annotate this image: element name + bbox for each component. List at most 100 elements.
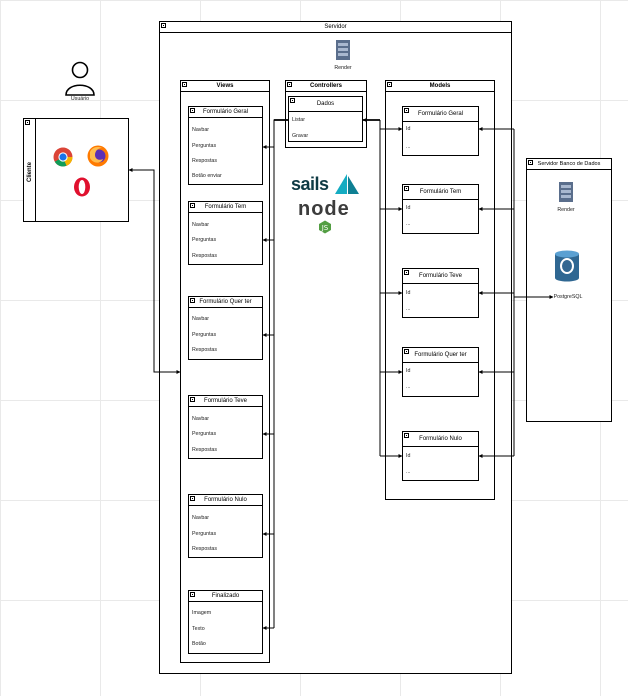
sails-logo-text: sails (291, 174, 329, 194)
model-title: Formulário Nulo (403, 432, 478, 447)
node-logo: node JS (298, 198, 358, 234)
collapse-icon[interactable] (190, 108, 195, 113)
views-title: Views (181, 81, 269, 92)
view-field: Respostas (192, 546, 218, 552)
model-field: ... (406, 469, 411, 475)
view-form-title: Formulário Nulo (189, 495, 262, 506)
view-field: Perguntas (192, 431, 217, 437)
opera-icon (74, 177, 90, 197)
view-field: Botão enviar (192, 173, 222, 179)
view-field: Respostas (192, 253, 218, 259)
model-field: ... (406, 221, 411, 227)
model-field: Id (406, 126, 411, 132)
node-logo-text: node (298, 198, 350, 220)
model-title: Formulário Quer ter (403, 348, 478, 363)
view-form-quer-ter: Formulário Quer ter Navbar Perguntas Res… (188, 296, 263, 360)
view-field: Respostas (192, 158, 218, 164)
view-field: Perguntas (192, 237, 217, 243)
view-form-title: Formulário Tem (189, 202, 262, 213)
models-title: Models (386, 81, 494, 92)
collapse-icon[interactable] (190, 496, 195, 501)
view-field: Respostas (192, 347, 218, 353)
collapse-icon[interactable] (190, 203, 195, 208)
model-form-nulo: Formulário Nulo Id ... (402, 431, 479, 481)
model-title: Formulário Geral (403, 107, 478, 122)
view-field: Perguntas (192, 332, 217, 338)
controllers-title: Controllers (286, 81, 366, 92)
model-title: Formulário Tem (403, 185, 478, 200)
collapse-icon[interactable] (404, 108, 409, 113)
svg-text:JS: JS (321, 224, 329, 232)
collapse-icon[interactable] (528, 160, 533, 165)
collapse-icon[interactable] (287, 82, 292, 87)
model-form-geral: Formulário Geral Id ... (402, 106, 479, 156)
view-form-nulo: Formulário Nulo Navbar Perguntas Respost… (188, 494, 263, 558)
model-form-tem: Formulário Tem Id ... (402, 184, 479, 234)
collapse-icon[interactable] (387, 82, 392, 87)
db-render-label: Render (557, 207, 575, 213)
view-finalizado: Finalizado Imagem Texto Botão (188, 590, 263, 654)
user-icon (65, 61, 95, 96)
user-actor: Usuário (62, 60, 98, 102)
sails-logo: sails (291, 172, 363, 196)
render-icon (336, 40, 350, 60)
chrome-icon (53, 147, 73, 167)
model-title: Formulário Teve (403, 269, 478, 284)
collapse-icon[interactable] (182, 82, 187, 87)
view-field: Perguntas (192, 143, 217, 149)
controller-dados: Dados Listar Gravar (288, 96, 363, 142)
controller-action-gravar: Gravar (292, 133, 309, 139)
model-field: ... (406, 306, 411, 312)
postgresql-icon (555, 250, 579, 282)
model-form-quer-ter: Formulário Quer ter Id ... (402, 347, 479, 397)
view-form-tem: Formulário Tem Navbar Perguntas Resposta… (188, 201, 263, 265)
view-field: Navbar (192, 416, 210, 422)
model-field: Id (406, 205, 411, 211)
view-form-geral: Formulário Geral Navbar Perguntas Respos… (188, 106, 263, 185)
view-field: Perguntas (192, 531, 217, 537)
collapse-icon[interactable] (404, 186, 409, 191)
view-field: Texto (192, 626, 205, 632)
model-field: ... (406, 144, 411, 150)
collapse-icon[interactable] (404, 270, 409, 275)
user-label: Usuário (70, 96, 90, 102)
view-field: Navbar (192, 222, 210, 228)
view-form-title: Formulário Teve (189, 396, 262, 407)
model-field: Id (406, 453, 411, 459)
view-form-teve: Formulário Teve Navbar Perguntas Respost… (188, 395, 263, 459)
model-form-teve: Formulário Teve Id ... (402, 268, 479, 318)
controller-views-trunk (273, 119, 288, 628)
db-server-title: Servidor Banco de Dados (527, 159, 611, 170)
model-field: Id (406, 368, 411, 374)
client-header (24, 119, 36, 221)
view-field: Navbar (192, 515, 210, 521)
model-field: Id (406, 290, 411, 296)
client-views-connector (128, 168, 181, 374)
controller-action-listar: Listar (292, 117, 305, 123)
view-field: Respostas (192, 447, 218, 453)
node-hex-icon: JS (319, 220, 331, 234)
view-field: Navbar (192, 316, 210, 322)
view-field: Botão (192, 641, 206, 647)
collapse-icon[interactable] (25, 120, 30, 125)
controller-dados-title: Dados (289, 97, 362, 112)
collapse-icon[interactable] (290, 98, 295, 103)
collapse-icon[interactable] (190, 592, 195, 597)
collapse-icon[interactable] (190, 397, 195, 402)
sails-icon (335, 174, 359, 194)
collapse-icon[interactable] (404, 349, 409, 354)
client-box: Cliente (23, 118, 129, 222)
firefox-icon (87, 145, 109, 167)
view-field: Navbar (192, 127, 210, 133)
view-form-title: Finalizado (189, 591, 262, 602)
server-render-label: Render (334, 65, 352, 71)
view-form-title: Formulário Geral (189, 107, 262, 118)
collapse-icon[interactable] (190, 298, 195, 303)
collapse-icon[interactable] (161, 23, 166, 28)
view-form-title: Formulário Quer ter (189, 297, 262, 308)
db-label: PostgreSQL (553, 294, 583, 300)
view-field: Imagem (192, 610, 212, 616)
server-title: Servidor (160, 22, 511, 33)
collapse-icon[interactable] (404, 433, 409, 438)
